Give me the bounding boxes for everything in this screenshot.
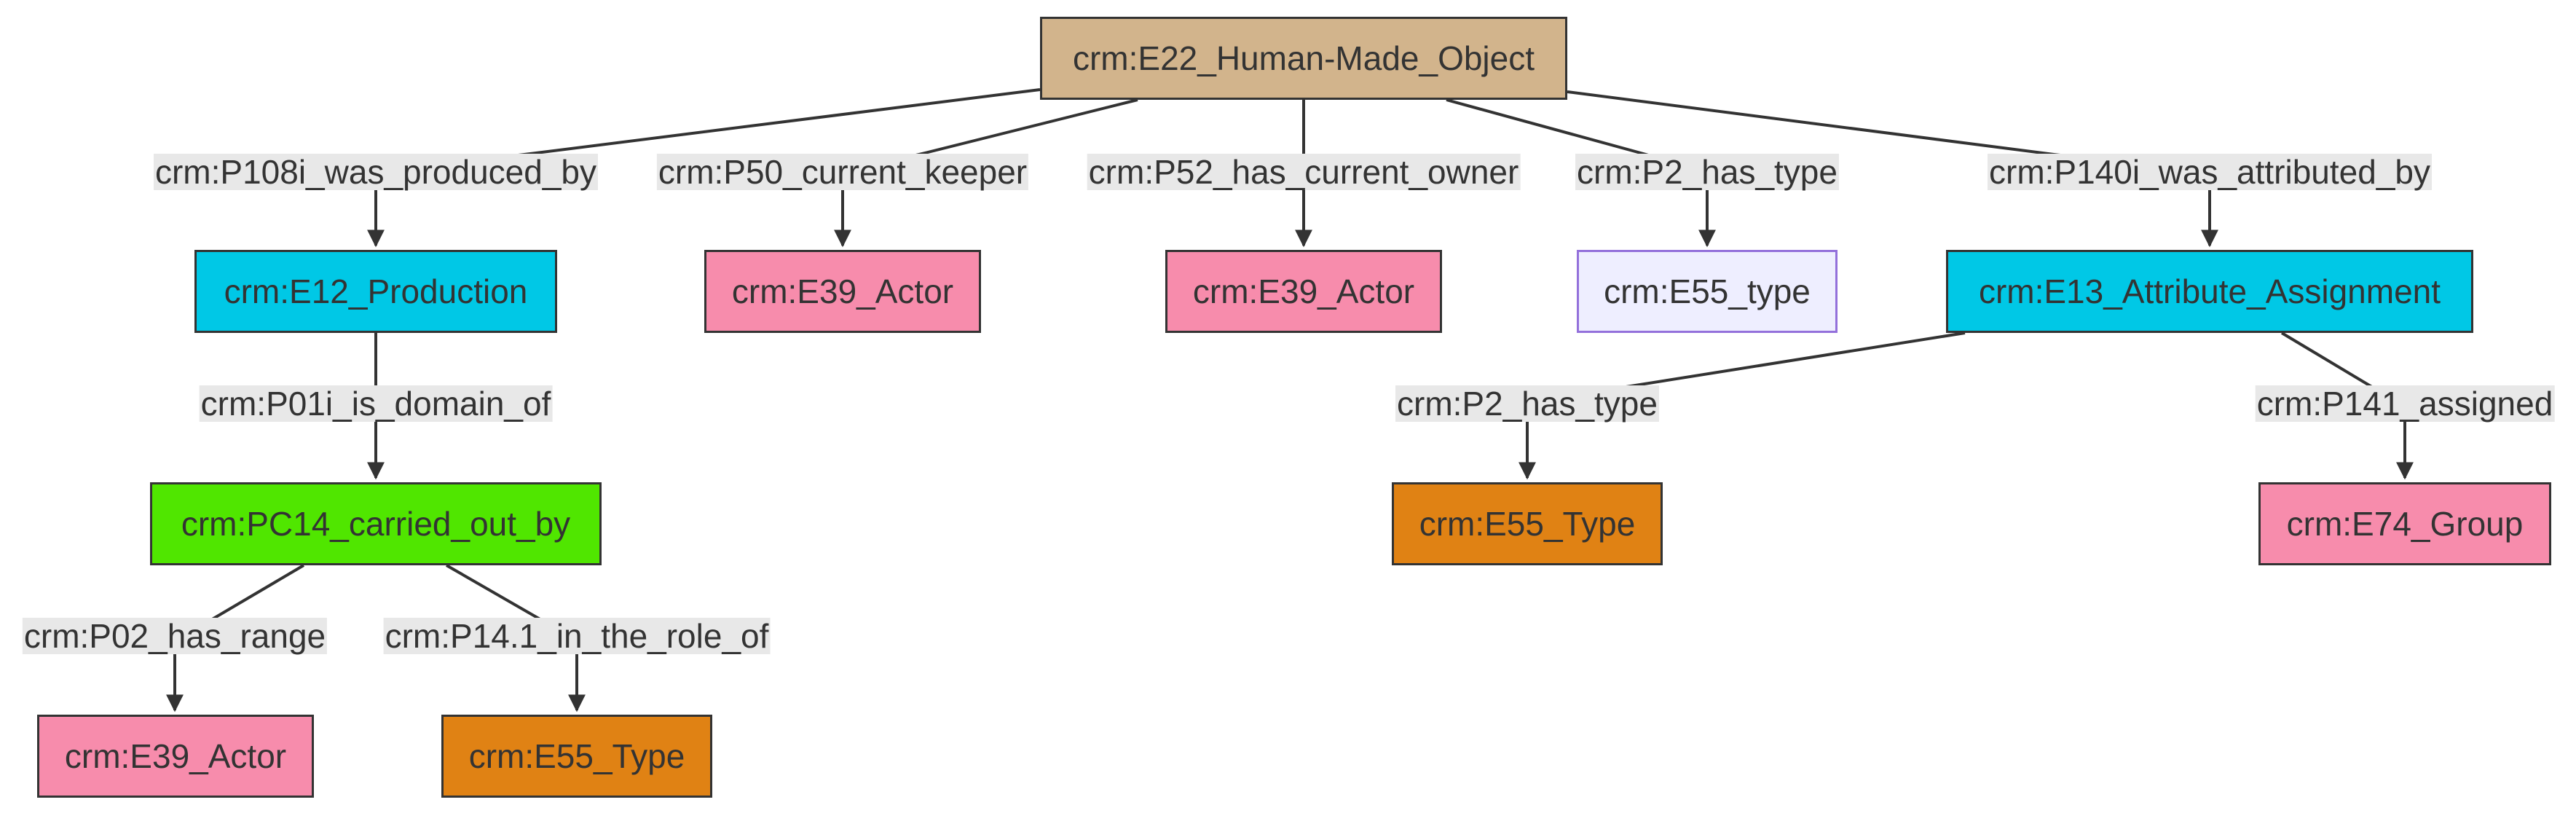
edge-label-p14-1-in-the-role-of: crm:P14.1_in_the_role_of: [383, 617, 771, 655]
edge-label-p2-has-type-attribute: crm:P2_has_type: [1395, 385, 1659, 423]
node-e39-actor-range: crm:E39_Actor: [37, 715, 314, 798]
edge-label-p140i-was-attributed-by: crm:P140i_was_attributed_by: [1988, 153, 2432, 191]
node-e39-actor-owner: crm:E39_Actor: [1165, 250, 1442, 333]
edge-label-p108i-was-produced-by: crm:P108i_was_produced_by: [153, 153, 599, 191]
edge-label-p141-assigned: crm:P141_assigned: [2255, 385, 2555, 423]
edge-label-p2-has-type: crm:P2_has_type: [1575, 153, 1839, 191]
edge-label-p02-has-range: crm:P02_has_range: [22, 617, 328, 655]
edge-label-p01i-is-domain-of: crm:P01i_is_domain_of: [199, 385, 553, 423]
edge-label-p52-has-current-owner: crm:P52_has_current_owner: [1087, 153, 1521, 191]
node-e55-type-role: crm:E55_Type: [441, 715, 712, 798]
node-e39-actor-keeper: crm:E39_Actor: [704, 250, 981, 333]
node-pc14-carried-out-by: crm:PC14_carried_out_by: [150, 482, 602, 565]
node-e55-type: crm:E55_type: [1577, 250, 1838, 333]
node-e13-attribute-assignment: crm:E13_Attribute_Assignment: [1946, 250, 2473, 333]
node-e12-production: crm:E12_Production: [194, 250, 557, 333]
edge-label-p50-current-keeper: crm:P50_current_keeper: [656, 153, 1029, 191]
node-e74-group: crm:E74_Group: [2258, 482, 2551, 565]
node-e22-human-made-object: crm:E22_Human-Made_Object: [1040, 17, 1567, 100]
node-e55-type-attribute: crm:E55_Type: [1392, 482, 1663, 565]
